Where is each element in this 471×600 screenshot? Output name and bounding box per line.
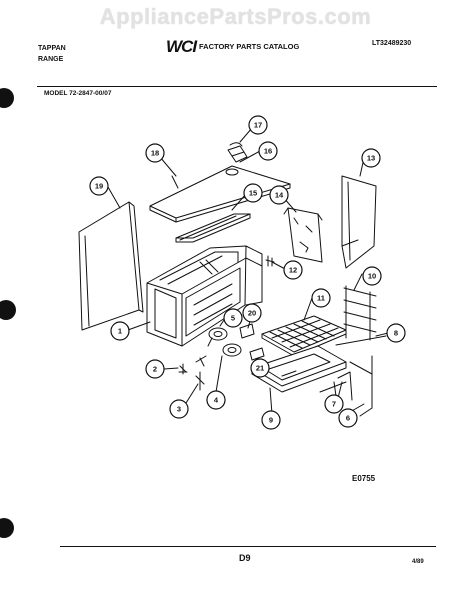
callout-4: 4 bbox=[214, 396, 219, 405]
part-bracket bbox=[227, 142, 248, 163]
part-back-bracket bbox=[283, 207, 323, 263]
callout-circle-18 bbox=[145, 143, 165, 163]
wci-logo: WCI bbox=[166, 37, 197, 56]
callout-circle-3 bbox=[169, 399, 189, 419]
callout-circle-4 bbox=[206, 390, 226, 410]
callout-circle-16 bbox=[258, 141, 278, 161]
header-rule bbox=[37, 86, 437, 87]
callout-17: 17 bbox=[254, 121, 262, 130]
catalog-title: FACTORY PARTS CATALOG bbox=[199, 42, 300, 51]
callout-circle-9 bbox=[261, 410, 281, 430]
diagram-code: E0755 bbox=[352, 474, 376, 483]
callout-circle-12 bbox=[283, 260, 303, 280]
part-long-strips bbox=[319, 371, 353, 401]
callout-13: 13 bbox=[367, 154, 375, 163]
callout-circle-11 bbox=[311, 288, 331, 308]
part-knobs bbox=[207, 323, 265, 361]
callout-1: 1 bbox=[118, 327, 122, 336]
part-screw-2 bbox=[178, 363, 188, 375]
part-shelf-brackets bbox=[343, 285, 377, 341]
callout-7: 7 bbox=[332, 400, 336, 409]
callout-circle-6 bbox=[338, 408, 358, 428]
callout-circle-8-right bbox=[386, 323, 406, 343]
watermark: AppliancePartsPros.com bbox=[99, 4, 372, 29]
part-channel bbox=[175, 213, 251, 243]
callout-14: 14 bbox=[275, 191, 284, 200]
catalog-number: LT32489230 bbox=[372, 40, 412, 47]
callout-16: 16 bbox=[264, 147, 272, 156]
callout-10: 10 bbox=[368, 272, 376, 281]
part-back-panel bbox=[341, 175, 377, 269]
callout-12: 12 bbox=[289, 266, 297, 275]
part-broiler-grid bbox=[261, 315, 347, 357]
callout-circle-17 bbox=[248, 115, 268, 135]
part-side-panel bbox=[78, 201, 144, 331]
callout-15: 15 bbox=[249, 189, 257, 198]
callout-2: 2 bbox=[153, 365, 157, 374]
callout-5: 5 bbox=[231, 314, 235, 323]
callout-9: 9 bbox=[269, 416, 273, 425]
binder-hole-top bbox=[0, 88, 14, 108]
revision-date: 4/89 bbox=[412, 559, 424, 565]
brand-label: TAPPAN bbox=[38, 45, 66, 52]
product-label: RANGE bbox=[38, 56, 64, 63]
callout-circle-15 bbox=[243, 183, 263, 203]
page-number: D9 bbox=[239, 553, 251, 563]
part-top-panel bbox=[149, 165, 291, 223]
callout-18: 18 bbox=[151, 149, 159, 158]
part-rods bbox=[335, 335, 387, 417]
callout-21: 21 bbox=[256, 364, 264, 373]
callout-circle-5 bbox=[223, 308, 243, 328]
callout-3: 3 bbox=[177, 405, 181, 414]
callout-19: 19 bbox=[95, 182, 103, 191]
binder-hole-bottom bbox=[0, 518, 14, 538]
model-number: MODEL 72-2847-00/07 bbox=[44, 90, 112, 97]
part-pivot-3 bbox=[195, 355, 207, 391]
callout-6: 6 bbox=[346, 414, 350, 423]
callout-circle-10 bbox=[362, 266, 382, 286]
callout-11: 11 bbox=[317, 294, 325, 303]
part-cabinet-body bbox=[146, 245, 263, 347]
callout-8-right: 8 bbox=[394, 329, 398, 338]
callout-circle-2 bbox=[145, 359, 165, 379]
footer-rule bbox=[60, 546, 436, 547]
callout-circle-14 bbox=[269, 185, 289, 205]
callout-circle-13 bbox=[361, 148, 381, 168]
part-drawer-pan bbox=[251, 345, 347, 393]
binder-hole-middle bbox=[0, 300, 16, 320]
callout-circle-1 bbox=[110, 321, 130, 341]
callout-circle-20 bbox=[242, 303, 262, 323]
callout-20: 20 bbox=[248, 309, 256, 318]
callout-circle-21 bbox=[250, 358, 270, 378]
part-screw-12 bbox=[265, 255, 275, 267]
callout-circle-19 bbox=[89, 176, 109, 196]
callout-circle-7 bbox=[324, 394, 344, 414]
